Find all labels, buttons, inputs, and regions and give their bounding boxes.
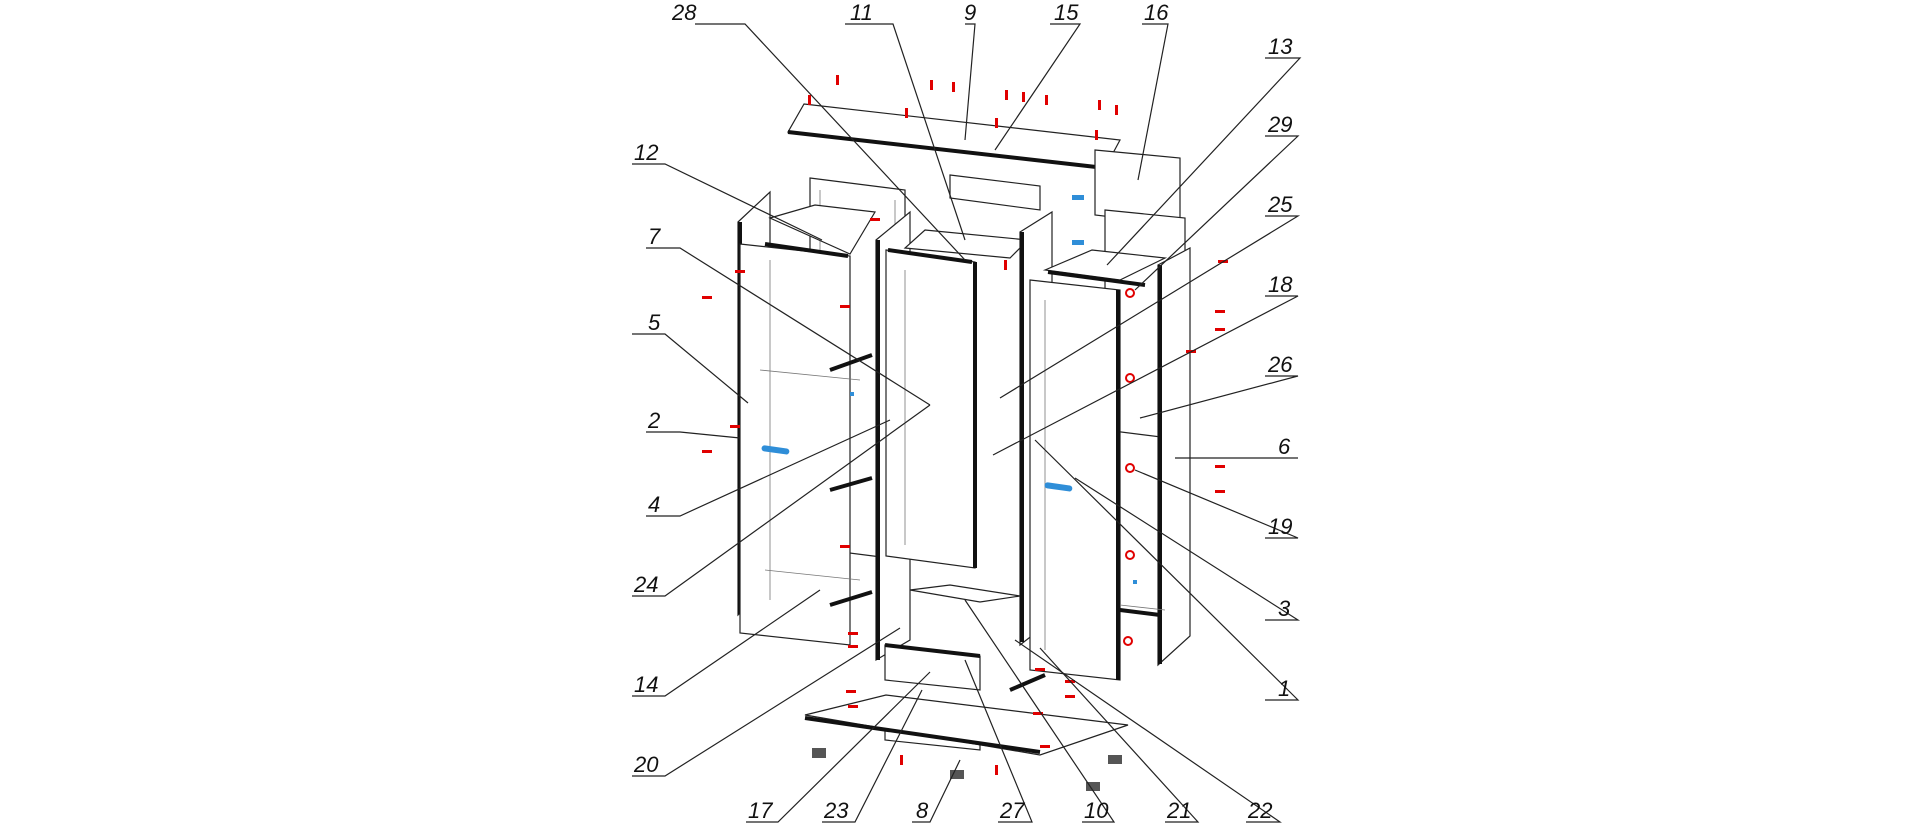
callout-10: 10 xyxy=(1084,798,1109,823)
left-section-panel xyxy=(739,204,876,646)
wardrobe-drawing xyxy=(702,75,1228,791)
callout-1: 1 xyxy=(1278,676,1290,701)
callout-17: 17 xyxy=(748,798,773,823)
callout-15: 15 xyxy=(1054,0,1079,25)
callout-labels: 28 11 9 15 16 13 29 25 18 26 6 19 3 1 12… xyxy=(633,0,1293,823)
callout-21: 21 xyxy=(1166,798,1191,823)
callout-24: 24 xyxy=(633,572,658,597)
callout-13: 13 xyxy=(1268,34,1293,59)
callout-2: 2 xyxy=(647,408,660,433)
callout-4: 4 xyxy=(648,492,660,517)
callout-7: 7 xyxy=(648,224,661,249)
leg-foot-icons xyxy=(812,748,1122,791)
callout-9: 9 xyxy=(964,0,976,25)
callout-3: 3 xyxy=(1278,596,1291,621)
top-panel xyxy=(787,103,1121,170)
callout-16: 16 xyxy=(1144,0,1169,25)
blue-handle-icons xyxy=(761,195,1137,584)
callout-6: 6 xyxy=(1278,434,1291,459)
leader-lines xyxy=(632,23,1302,823)
callout-28: 28 xyxy=(671,0,697,25)
callout-12: 12 xyxy=(634,140,658,165)
callout-19: 19 xyxy=(1268,514,1292,539)
callout-26: 26 xyxy=(1267,352,1293,377)
callout-29: 29 xyxy=(1267,112,1292,137)
callout-22: 22 xyxy=(1247,798,1272,823)
middle-door-panel xyxy=(885,229,1030,569)
right-side-panel xyxy=(1119,247,1191,667)
callout-20: 20 xyxy=(633,752,659,777)
callout-11: 11 xyxy=(850,0,873,25)
callout-8: 8 xyxy=(916,798,929,823)
callout-27: 27 xyxy=(999,798,1025,823)
callout-5: 5 xyxy=(648,310,661,335)
callout-23: 23 xyxy=(823,798,849,823)
callout-25: 25 xyxy=(1267,192,1293,217)
callout-14: 14 xyxy=(634,672,658,697)
left-shelves xyxy=(829,353,873,607)
callout-18: 18 xyxy=(1268,272,1293,297)
right-top-shelf xyxy=(1042,249,1168,287)
